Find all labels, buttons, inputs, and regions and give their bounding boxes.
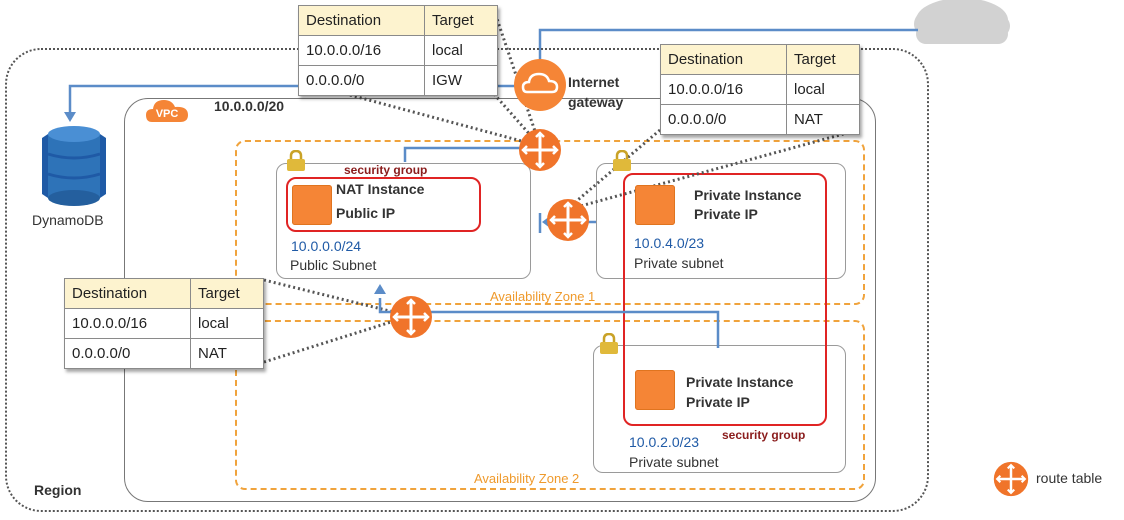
route-table-icon: [547, 199, 589, 241]
route-table-icon: [519, 129, 561, 171]
nat-to-igw-line: [403, 146, 523, 162]
route-row: 0.0.0.0/0 NAT: [64, 338, 264, 369]
route-row: 0.0.0.0/0 IGW: [298, 65, 498, 96]
private-subnet-az2-cidr: 10.0.2.0/23: [629, 434, 700, 450]
igw-label-line2: gateway: [568, 94, 624, 110]
igw-label-line1: Internet: [568, 74, 620, 90]
rt-public-connector-1: [492, 93, 542, 147]
internet-gateway-icon: [514, 59, 566, 111]
private-instance-az1-title: Private Instance: [694, 187, 802, 203]
lock-icon: [600, 333, 618, 354]
dynamodb-label: DynamoDB: [32, 212, 104, 228]
nat-instance-ip: Public IP: [336, 205, 396, 221]
route-target: NAT: [786, 104, 860, 135]
vpc-cidr: 10.0.0.0/20: [214, 98, 285, 114]
route-destination: 0.0.0.0/0: [660, 104, 787, 135]
destination-header: Destination: [660, 44, 787, 75]
route-table-private-az2: Destination Target 10.0.0.0/16 local 0.0…: [64, 278, 264, 369]
route-row: 10.0.0.0/16 local: [660, 74, 860, 105]
route-target: NAT: [190, 338, 264, 369]
route-table-header: Destination Target: [64, 278, 264, 309]
lock-icon: [287, 150, 305, 171]
public-subnet-cidr: 10.0.0.0/24: [291, 238, 362, 254]
route-target: local: [190, 308, 264, 339]
vpc-cloud-icon: VPC: [146, 100, 188, 122]
route-target: IGW: [424, 65, 498, 96]
nat-security-group: [286, 177, 481, 232]
target-header: Target: [190, 278, 264, 309]
route-row: 10.0.0.0/16 local: [64, 308, 264, 339]
route-destination: 10.0.0.0/16: [298, 35, 425, 66]
route-destination: 10.0.0.0/16: [660, 74, 787, 105]
route-destination: 0.0.0.0/0: [298, 65, 425, 96]
destination-header: Destination: [298, 5, 425, 36]
private-security-group-label: security group: [722, 428, 806, 442]
az2-label: Availability Zone 2: [474, 471, 580, 486]
nat-instance-title: NAT Instance: [336, 181, 425, 197]
private-subnet-az1-cidr: 10.0.4.0/23: [634, 235, 705, 251]
legend-label: route table: [1036, 470, 1103, 486]
private-instance-az2-ip: Private IP: [686, 394, 750, 410]
internet-cloud-icon: [914, 0, 1010, 44]
private-instance-icon-az2: [635, 370, 675, 410]
rt-az2-connector-1: [263, 278, 411, 318]
region-label: Region: [34, 482, 82, 498]
private-instance-az2-title: Private Instance: [686, 374, 794, 390]
private-security-group: [623, 173, 827, 426]
nat-security-group-label: security group: [344, 163, 428, 177]
rt-public-connector-2: [349, 93, 541, 148]
destination-header: Destination: [64, 278, 191, 309]
igw-label: Internet gateway: [568, 72, 623, 112]
lock-icon: [613, 150, 631, 171]
route-target: local: [786, 74, 860, 105]
route-target: local: [424, 35, 498, 66]
route-table-header: Destination Target: [298, 5, 498, 36]
nat-instance-icon: [292, 185, 332, 225]
vpc-badge-text: VPC: [156, 108, 179, 120]
target-header: Target: [786, 44, 860, 75]
public-subnet-name: Public Subnet: [290, 257, 377, 273]
private-instance-icon-az1: [635, 185, 675, 225]
availability-zone-2: [235, 320, 865, 490]
igw-to-internet-line: [538, 28, 918, 60]
route-table-icon: [390, 296, 432, 338]
private-instance-az1-ip: Private IP: [694, 206, 758, 222]
route-row: 10.0.0.0/16 local: [298, 35, 498, 66]
route-table-public: Destination Target 10.0.0.0/16 local 0.0…: [298, 5, 498, 96]
route-table-private-az1: Destination Target 10.0.0.0/16 local 0.0…: [660, 44, 860, 135]
dynamodb-icon: [42, 126, 106, 206]
rt-az1-connector-2: [565, 128, 859, 212]
rt-az1-connector-1: [565, 128, 661, 212]
route-destination: 0.0.0.0/0: [64, 338, 191, 369]
private-subnet-az1-name: Private subnet: [634, 255, 724, 271]
private-az2-to-nat-line: [378, 298, 720, 348]
legend-route-table-icon: [993, 461, 1029, 497]
route-table-header: Destination Target: [660, 44, 860, 75]
target-header: Target: [424, 5, 498, 36]
az1-label: Availability Zone 1: [490, 289, 596, 304]
route-row: 0.0.0.0/0 NAT: [660, 104, 860, 135]
route-destination: 10.0.0.0/16: [64, 308, 191, 339]
rt-az2-connector-2: [263, 314, 411, 364]
private-subnet-az2-name: Private subnet: [629, 454, 719, 470]
